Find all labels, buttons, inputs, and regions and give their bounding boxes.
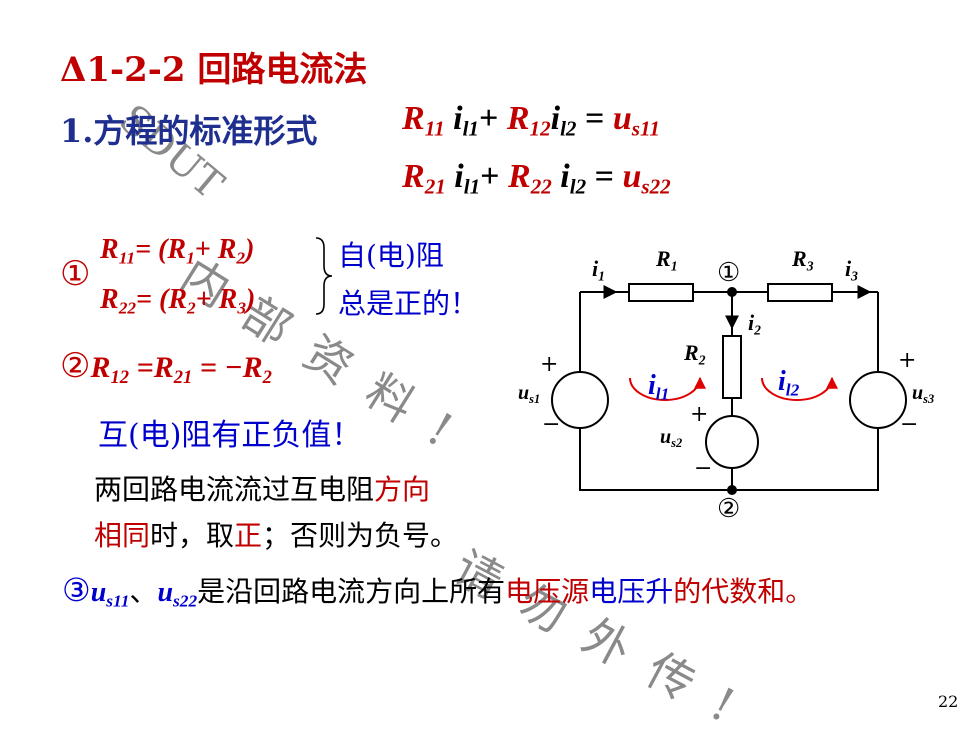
eq1-us11: us11 xyxy=(612,100,660,141)
label-us3: us3 xyxy=(912,382,935,406)
eq2-r22: R22 xyxy=(508,158,552,199)
node-1-dot xyxy=(727,287,737,297)
page-title: Δ1-2-2 回路电流法 xyxy=(60,50,368,90)
item1-marker: ① xyxy=(60,254,91,294)
label-i1: i1 xyxy=(592,256,605,284)
source-us2 xyxy=(705,415,759,469)
label-r2: R2 xyxy=(684,340,706,368)
source-us1 xyxy=(551,371,609,429)
source-us3 xyxy=(849,371,907,429)
item1-line2: R22= (R2+ R3) xyxy=(100,284,256,318)
eq2-r21: R21 xyxy=(402,158,446,199)
section-heading: 1.方程的标准形式 xyxy=(60,112,318,150)
equation-1: R11 il1+ R12il2 = us11 xyxy=(402,100,660,141)
node-2-dot xyxy=(727,485,737,495)
item1-note-self-resistance: 自(电)阻 xyxy=(338,239,444,272)
loop-il1-arc xyxy=(629,376,706,401)
mutual-resistance-note: 互(电)阻有正负值！ xyxy=(98,418,362,453)
rule-line-2: 相同时，取正；否则为负号。 xyxy=(94,519,459,552)
us1-minus: − xyxy=(542,412,561,437)
item1-line1: R11= (R1+ R2) xyxy=(100,234,255,268)
eq2-us22: us22 xyxy=(622,158,671,199)
eq1-il2: il2 xyxy=(550,100,577,141)
label-us2: us2 xyxy=(660,426,683,450)
resistor-r3 xyxy=(767,283,833,302)
rule-line-1: 两回路电流流过互电阻方向 xyxy=(94,473,431,506)
label-node-2: ② xyxy=(717,494,741,524)
label-il1: il1 xyxy=(648,370,670,404)
resistor-r1 xyxy=(628,283,694,302)
us2-plus: + xyxy=(690,402,709,427)
item3: ③us11、us22是沿回路电流方向上所有电压源电压升的代数和。 xyxy=(62,571,814,611)
label-us1: us1 xyxy=(518,382,541,406)
label-i2: i2 xyxy=(748,310,761,338)
label-il2: il2 xyxy=(778,366,800,400)
eq2-il1: il1 xyxy=(454,158,481,199)
item2: ②R12 =R21 = −R2 xyxy=(60,346,272,388)
loop-il2-arc xyxy=(761,376,838,401)
brace-icon xyxy=(315,237,333,315)
eq2-il2: il2 xyxy=(560,158,587,199)
eq1-r12: R12 xyxy=(506,100,551,141)
page-number: 22 xyxy=(938,692,959,711)
eq1-il1: il1 xyxy=(453,100,479,141)
eq1-r11: R11 xyxy=(402,100,445,141)
item1-note-always-positive: 总是正的！ xyxy=(338,287,479,320)
resistor-r2 xyxy=(722,335,742,399)
label-i3: i3 xyxy=(845,256,858,284)
us1-plus: + xyxy=(540,352,559,377)
us2-minus: − xyxy=(694,456,713,481)
label-r1: R1 xyxy=(656,246,678,274)
us3-plus: + xyxy=(898,348,917,373)
us3-minus: − xyxy=(900,412,919,437)
equation-2: R21 il1+ R22 il2 = us22 xyxy=(402,158,671,199)
label-r3: R3 xyxy=(792,246,814,274)
label-node-1: ① xyxy=(717,258,741,288)
